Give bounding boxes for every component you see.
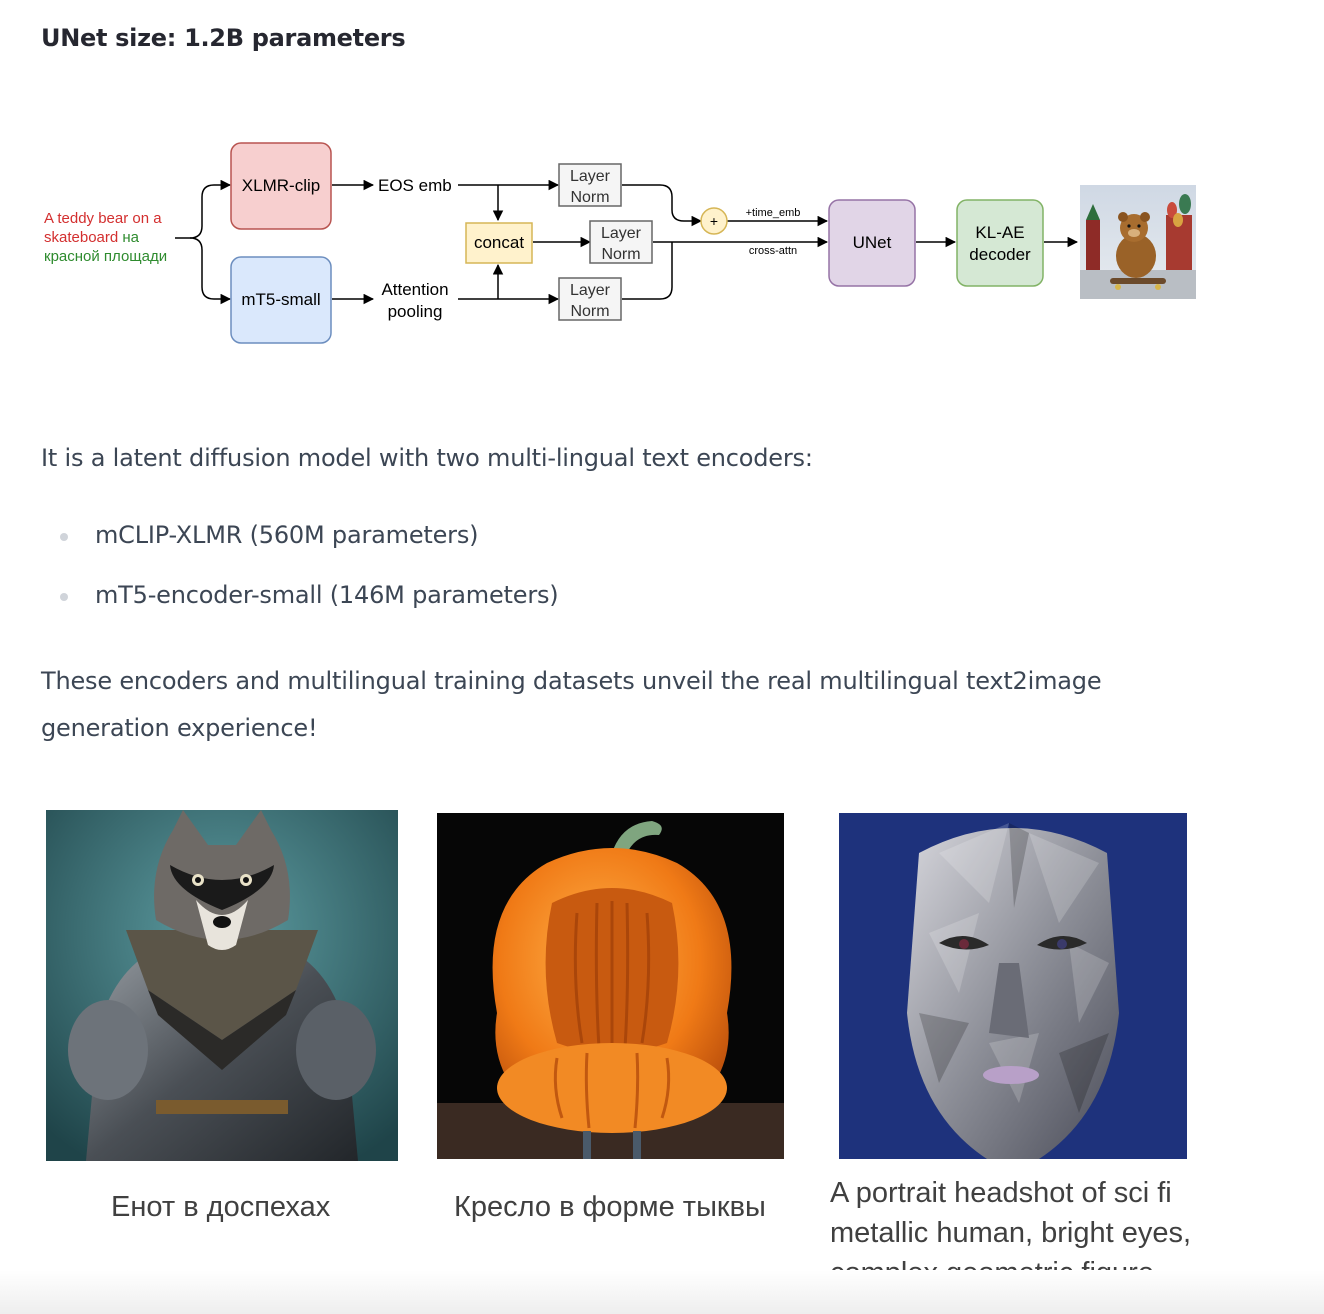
layer-norm-top-line-1: Layer [570, 168, 611, 185]
prompt-line-1: A teddy bear on a [44, 210, 162, 227]
eos-emb-label: EOS emb [378, 176, 452, 195]
caption-raccoon: Енот в доспехах [111, 1191, 331, 1223]
list-item: mT5-encoder-small (146M parameters) [41, 565, 559, 625]
xlmr-label: XLMR-clip [242, 176, 320, 195]
prompt-line-3: красной площади [44, 248, 167, 265]
closing-paragraph: These encoders and multilingual training… [41, 667, 1102, 742]
kl-ae-decoder-block: KL-AE decoder [956, 199, 1044, 287]
unet-label: UNet [853, 233, 892, 252]
prompt-text: A teddy bear on a skateboard на красной … [44, 210, 167, 265]
concat-label: concat [474, 233, 524, 252]
prompt-line-2b: на [118, 229, 139, 246]
unet-block: UNet [828, 199, 916, 287]
output-image-thumbnail [1080, 185, 1196, 299]
layer-norm-bottom: Layer Norm [558, 277, 622, 321]
klae-line-2: decoder [969, 245, 1031, 264]
layer-norm-top: Layer Norm [558, 163, 622, 207]
encoder-list: mCLIP-XLMR (560M parameters) mT5-encoder… [41, 505, 559, 625]
time-emb-label: +time_emb [746, 207, 801, 219]
architecture-diagram: A teddy bear on a skateboard на красной … [44, 142, 1196, 344]
caption-line: A portrait headshot of sci fi [830, 1177, 1172, 1209]
caption-pumpkin-chair: Кресло в форме тыквы [454, 1191, 766, 1223]
xlmr-clip-block: XLMR-clip [230, 142, 332, 230]
intro-paragraph: It is a latent diffusion model with two … [41, 444, 813, 472]
attention-line-2: pooling [388, 302, 443, 321]
example-image-raccoon [46, 810, 398, 1161]
layer-norm-top-line-2: Norm [570, 189, 609, 206]
list-item: mCLIP-XLMR (560M parameters) [41, 505, 558, 565]
concat-block: concat [465, 222, 533, 264]
mt5-label: mT5-small [241, 290, 320, 309]
section-heading: UNet size: 1.2B parameters [41, 24, 406, 52]
layer-norm-middle: Layer Norm [589, 220, 653, 264]
layer-norm-middle-line-1: Layer [601, 225, 642, 242]
bottom-fade [0, 1270, 1324, 1314]
caption-geometric-portrait: A portrait headshot of sci fi metallic h… [830, 1173, 1191, 1293]
layer-norm-bottom-line-2: Norm [570, 303, 609, 320]
klae-line-1: KL-AE [975, 223, 1024, 242]
prompt-line-2a: skateboard [44, 229, 118, 246]
attention-line-1: Attention [381, 280, 448, 299]
example-image-geometric-portrait [839, 813, 1187, 1159]
plus-label: + [710, 213, 718, 229]
svg-text:skateboard на: skateboard на [44, 229, 140, 246]
mt5-small-block: mT5-small [230, 256, 332, 344]
layer-norm-middle-line-2: Norm [601, 246, 640, 263]
layer-norm-bottom-line-1: Layer [570, 282, 611, 299]
cross-attn-label: cross-attn [749, 245, 797, 257]
example-image-pumpkin-chair [437, 813, 784, 1159]
caption-line: metallic human, bright eyes, [830, 1217, 1192, 1249]
sum-node: + [700, 207, 728, 235]
